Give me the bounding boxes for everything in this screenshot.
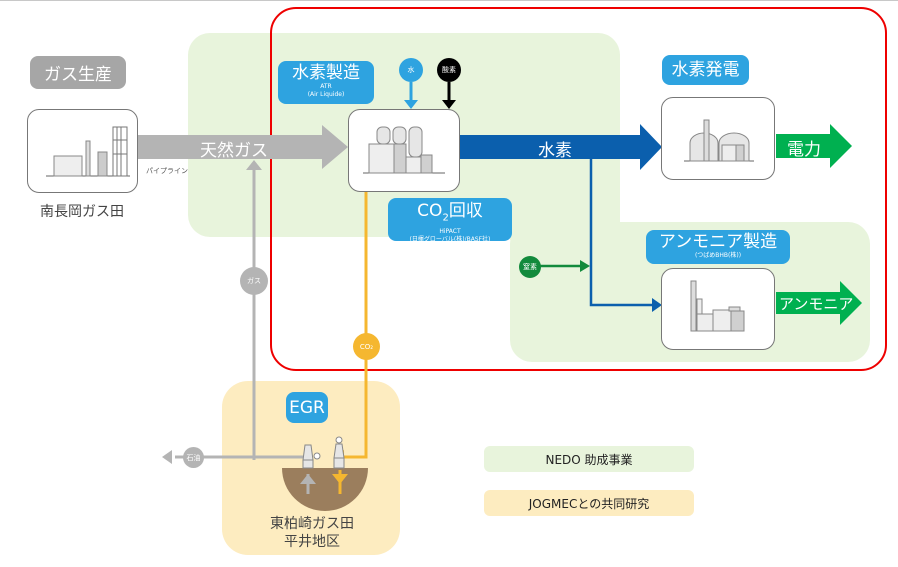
hydrogen-plant-box	[348, 109, 460, 192]
legend-nedo: NEDO 助成事業	[484, 446, 694, 472]
nitrogen-label: 窒素	[523, 263, 537, 271]
wellhead-production-icon	[302, 444, 321, 469]
oil-badge-label: 石油	[186, 453, 201, 462]
egr-field-line2: 平井地区	[284, 534, 340, 550]
gas-extraction-arrowhead	[300, 474, 316, 484]
gas-badge: ガス	[240, 267, 268, 295]
gas-production-label: ガス生産	[44, 65, 112, 85]
egr-tag: EGR	[286, 392, 328, 423]
ammonia-plant-box	[661, 268, 775, 350]
natural-gas-label: 天然ガス	[200, 141, 268, 161]
hydrogen-power-title: 水素発電	[671, 60, 740, 80]
hydrogen-arrow	[460, 124, 662, 170]
co2-capture-process: HiPACT	[439, 228, 461, 236]
reformer-plant-icon	[363, 126, 445, 174]
co2-capture-title: CO2回収	[388, 198, 512, 228]
gas-line-arrowhead	[246, 160, 262, 170]
egr-field-line1: 東柏崎ガス田	[270, 516, 354, 532]
nitrogen-input-badge: 窒素	[519, 256, 541, 278]
oxygen-arrowhead	[442, 100, 456, 109]
electricity-arrow	[776, 124, 852, 168]
co2-badge-label: CO₂	[359, 342, 374, 351]
legend-jogmec-label: JOGMECとの共同研究	[528, 496, 650, 511]
ammonia-plant-icon	[690, 280, 745, 332]
ammonia-arrow	[776, 281, 862, 325]
nitrogen-arrowhead	[580, 260, 590, 272]
co2-title-suffix: 回収	[448, 201, 483, 221]
oil-badge: 石油	[183, 447, 204, 468]
co2-line	[340, 192, 368, 459]
top-divider	[0, 0, 898, 1]
co2-capture-companies: (日揮グローバル(株)/BASF社)	[409, 236, 491, 244]
gas-production-tag: ガス生産	[30, 56, 126, 89]
hydrogen-power-tag: 水素発電	[662, 55, 749, 85]
hydrogen-production-process: ATR	[320, 83, 332, 90]
water-arrowhead	[404, 100, 418, 109]
nedo-zone-connector	[510, 200, 620, 240]
natural-gas-arrow	[138, 125, 348, 169]
co2-injection-arrowhead	[332, 474, 348, 484]
egr-title: EGR	[289, 397, 325, 418]
co2-capture-tag: CO2回収 HiPACT (日揮グローバル(株)/BASF社)	[388, 198, 512, 244]
egr-field-name: 東柏崎ガス田 平井地区	[262, 515, 362, 551]
co2-title-subscript: 2	[442, 212, 449, 224]
hydrogen-production-title: 水素製造	[292, 63, 360, 83]
hydrogen-production-tag: 水素製造 ATR (Air Liquide)	[278, 61, 374, 104]
power-plant-box	[661, 97, 775, 180]
oxygen-label: 酸素	[442, 66, 456, 74]
legend-nedo-label: NEDO 助成事業	[545, 452, 633, 467]
gas-badge-label: ガス	[247, 277, 261, 285]
co2-title-prefix: CO	[417, 201, 443, 221]
co2-badge: CO₂	[353, 333, 380, 360]
project-scope-frame	[270, 7, 887, 371]
hydrogen-branch	[589, 159, 652, 307]
ammonia-production-title: アンモニア製造	[658, 232, 778, 252]
ammonia-production-tag: アンモニア製造 (つばめBHB(株))	[646, 230, 790, 264]
legend-jogmec: JOGMECとの共同研究	[484, 490, 694, 516]
pipeline-label: パイプライン	[146, 167, 188, 175]
oxygen-input-badge: 酸素	[437, 58, 461, 82]
gas-field-plant-box	[27, 109, 138, 193]
gas-plant-icon	[46, 126, 130, 177]
water-input-badge: 水	[399, 58, 423, 82]
power-plant-icon	[684, 119, 754, 162]
hydrogen-branch-arrowhead	[652, 298, 662, 312]
hydrogen-label: 水素	[538, 141, 572, 161]
hydrogen-production-company: (Air Liquide)	[307, 91, 345, 98]
water-label: 水	[407, 66, 415, 74]
electricity-label: 電力	[787, 140, 821, 160]
gas-field-name: 南長岡ガス田	[40, 204, 124, 220]
oil-arrowhead	[162, 450, 172, 464]
ammonia-production-company: (つばめBHB(株))	[694, 252, 742, 259]
wellhead-injection-icon	[333, 436, 345, 469]
ammonia-label: アンモニア	[779, 295, 854, 313]
underground-reservoir	[282, 468, 368, 511]
